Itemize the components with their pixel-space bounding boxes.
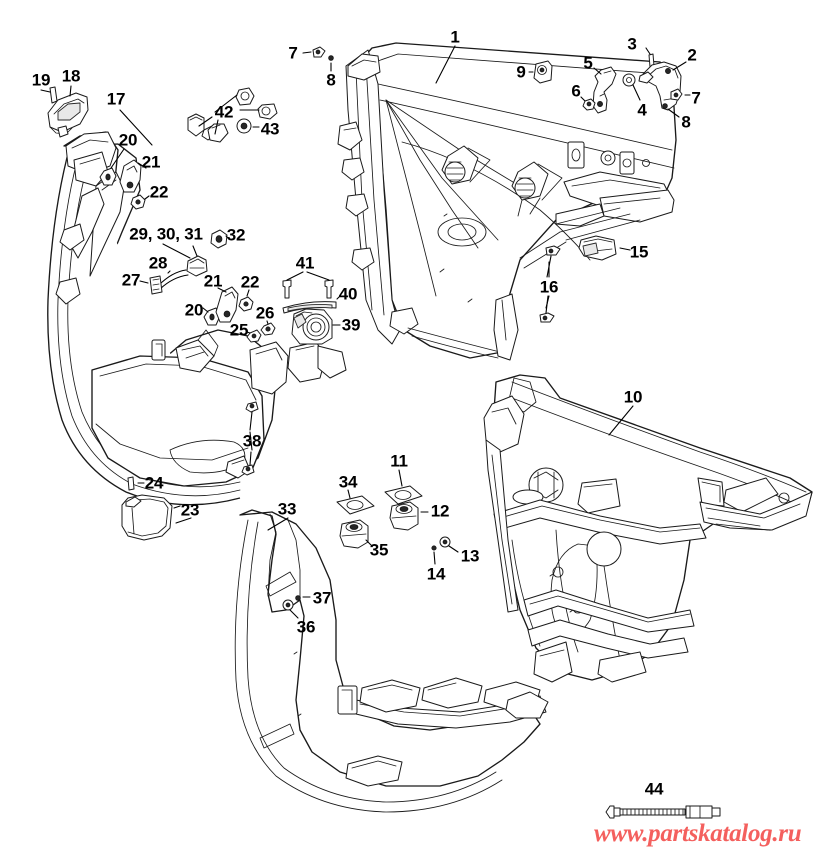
callout-16: 16 (539, 277, 559, 297)
callout-42: 42 (214, 102, 234, 122)
part-24-pin (127, 476, 145, 491)
part-14-screw (431, 545, 437, 565)
callout-20b: 20 (184, 300, 204, 320)
part-4-washer (622, 73, 641, 101)
part-6-nut (580, 96, 596, 111)
part-21a-latch-lever (119, 159, 147, 193)
callout-7b: 7 (691, 88, 701, 108)
part-26-nut (260, 320, 276, 336)
callout-38: 38 (242, 431, 262, 451)
callout-33: 33 (277, 499, 297, 519)
part-41-screw-pair (282, 271, 334, 299)
callout-36: 36 (296, 617, 316, 637)
callout-27: 27 (121, 270, 141, 290)
part-25-washer (246, 329, 262, 343)
callout-29-30-31: 29, 30, 31 (129, 224, 203, 244)
part-7b-screw (670, 88, 691, 101)
callout-25: 25 (229, 320, 249, 340)
callout-39: 39 (341, 315, 361, 335)
callout-22a: 22 (149, 182, 169, 202)
callout-8a: 8 (326, 70, 336, 90)
callout-21b: 21 (203, 271, 223, 291)
callout-35: 35 (369, 540, 389, 560)
callout-15: 15 (629, 242, 649, 262)
part-23-bracket-support (121, 494, 181, 541)
part-13-washer (439, 536, 459, 553)
part-37-screw (295, 595, 311, 601)
callout-32: 32 (226, 225, 246, 245)
callout-4: 4 (637, 100, 647, 120)
callout-21a: 21 (141, 152, 161, 172)
part-38-screw (241, 401, 259, 476)
part-42-bumper-stop (187, 87, 278, 143)
part-43-washer (236, 118, 260, 134)
callout-19: 19 (31, 70, 51, 90)
callout-37: 37 (312, 588, 332, 608)
part-34-seal-plate (336, 489, 375, 515)
part-9-grommet-block (528, 60, 553, 84)
callout-11: 11 (390, 451, 408, 471)
callout-10: 10 (623, 387, 643, 407)
callout-34: 34 (338, 472, 358, 492)
callout-22b: 22 (240, 272, 260, 292)
part-11-seal-plate (384, 469, 423, 505)
callout-18: 18 (61, 66, 81, 86)
part-36-washer (282, 599, 299, 619)
callout-2: 2 (687, 45, 697, 65)
part-17-front-cowl-panel (47, 131, 347, 506)
part-27-connector-terminal (139, 275, 163, 295)
callout-3: 3 (627, 34, 637, 54)
callout-41: 41 (295, 253, 315, 273)
callout-12: 12 (430, 501, 450, 521)
callout-17: 17 (106, 89, 126, 109)
part-35-grommet (339, 519, 373, 549)
callout-20a: 20 (118, 130, 138, 150)
callout-40: 40 (338, 284, 358, 304)
leader-lines (40, 45, 634, 531)
site-watermark: www.partskatalog.ru (594, 820, 802, 847)
part-21b-latch-lever (215, 286, 239, 323)
callout-23: 23 (180, 500, 200, 520)
part-18-handle-grip (47, 92, 89, 138)
part-33-side-trim-panel (234, 509, 549, 813)
part-8b-washer (662, 103, 680, 118)
callout-14: 14 (426, 564, 446, 584)
part-8a-washer (328, 55, 334, 72)
part-7a-screw (302, 46, 326, 58)
callout-8b: 8 (681, 112, 691, 132)
part-40-trim-strip (282, 295, 341, 314)
callout-1: 1 (450, 27, 460, 47)
part-19-pin (49, 86, 58, 104)
part-39-air-intake-fitting (291, 308, 341, 345)
part-20a-bushing (99, 148, 125, 186)
callout-9: 9 (516, 62, 526, 82)
callout-7a: 7 (288, 43, 298, 63)
part-1-lower-engine-cover-starboard (337, 42, 677, 361)
part-15-clip-retainer (578, 235, 631, 261)
part-10-lower-engine-cover-port (483, 374, 813, 683)
part-22b-nut (238, 289, 254, 312)
callout-43: 43 (260, 119, 280, 139)
callout-44: 44 (644, 779, 664, 799)
part-32-nut (210, 229, 229, 249)
part-12-grommet (389, 501, 429, 531)
callout-24: 24 (144, 473, 164, 493)
part-44-long-bolt (605, 805, 721, 819)
callout-26: 26 (255, 303, 275, 323)
part-28-wire-harness (158, 269, 189, 290)
callout-13: 13 (460, 546, 480, 566)
callout-28: 28 (148, 253, 168, 273)
callout-5: 5 (583, 53, 593, 73)
part-29-30-31-connector-assembly (186, 245, 208, 277)
part-5-latch-hook (592, 66, 617, 114)
callout-6: 6 (571, 81, 581, 101)
part-22a-nut (130, 194, 150, 210)
